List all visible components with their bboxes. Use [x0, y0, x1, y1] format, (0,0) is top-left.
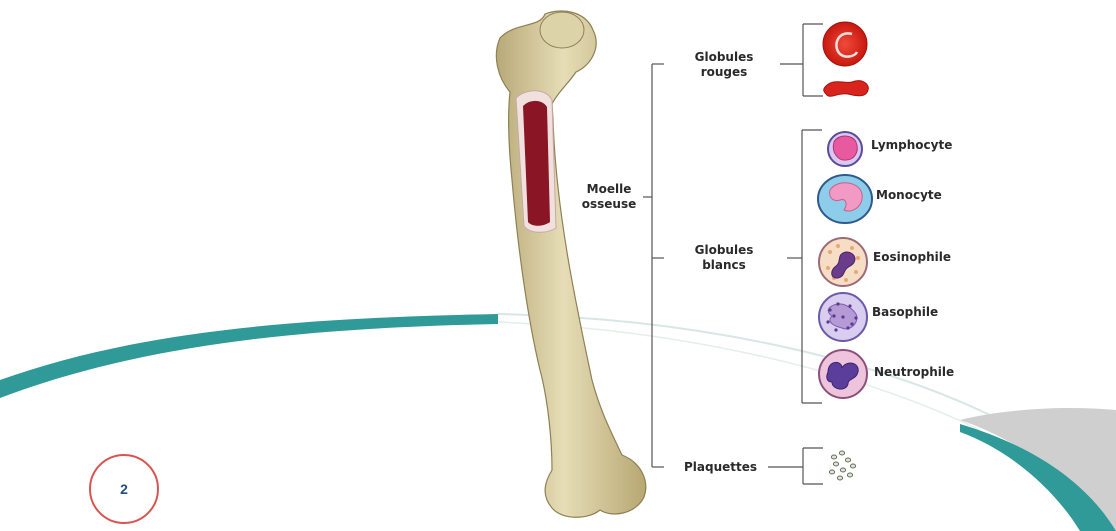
label-basophile: Basophile: [872, 305, 938, 320]
label-eosinophile: Eosinophile: [873, 250, 951, 265]
label-globules-blancs-line1: Globules: [674, 243, 774, 258]
neutrophile-icon: [819, 350, 867, 398]
platelet-icons: [829, 451, 855, 480]
femur-bone: [496, 11, 645, 517]
red-blood-cell-front: [823, 22, 867, 66]
label-monocyte: Monocyte: [876, 188, 942, 203]
monocyte-icon: [818, 175, 872, 223]
label-moelle-line2: osseuse: [577, 197, 641, 212]
red-blood-cell-icons: [823, 22, 868, 96]
white-blood-cell-icons: [818, 132, 872, 398]
basophile-icon: [819, 293, 867, 341]
label-globules-rouges-line2: rouges: [674, 65, 774, 80]
label-moelle-line1: Moelle: [577, 182, 641, 197]
bone-shape: [496, 11, 645, 517]
femur-head: [540, 12, 584, 48]
eosinophile-icon: [819, 238, 867, 286]
teal-swoosh-left: [0, 314, 498, 398]
red-blood-cell-side: [824, 81, 869, 97]
label-globules-blancs-line2: blancs: [674, 258, 774, 273]
label-globules-blancs: Globules blancs: [674, 243, 774, 273]
page-number-badge: 2: [89, 454, 159, 524]
label-globules-rouges: Globules rouges: [674, 50, 774, 80]
label-globules-rouges-line1: Globules: [674, 50, 774, 65]
label-lymphocyte: Lymphocyte: [871, 138, 952, 153]
lymphocyte-icon: [828, 132, 862, 166]
page-number: 2: [120, 481, 128, 497]
label-neutrophile: Neutrophile: [874, 365, 954, 380]
label-plaquettes: Plaquettes: [684, 460, 757, 475]
label-moelle-osseuse: Moelle osseuse: [577, 182, 641, 212]
